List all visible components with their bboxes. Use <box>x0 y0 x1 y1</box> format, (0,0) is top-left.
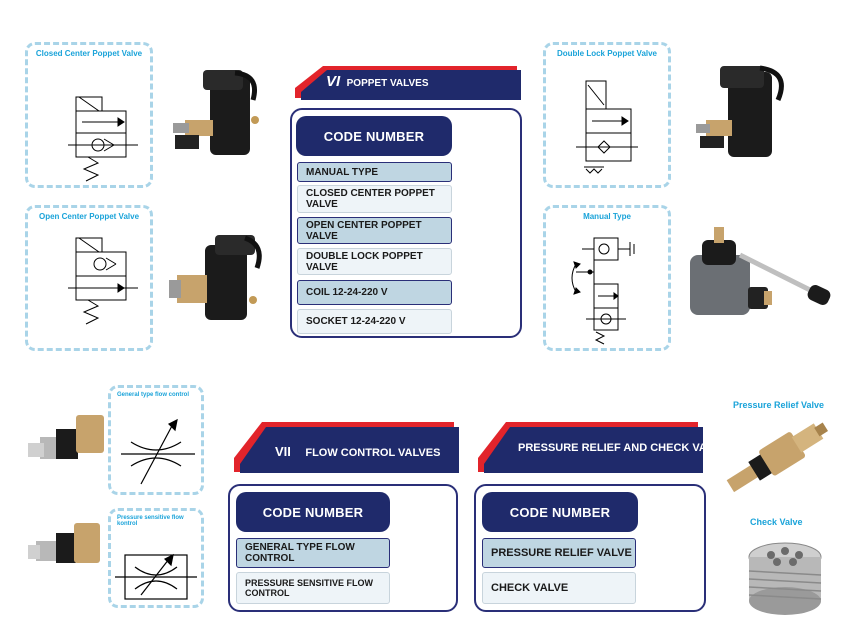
closed-center-title: Closed Center Poppet Valve <box>35 49 143 58</box>
check-valve-photo <box>748 542 822 615</box>
poppet-section-tab <box>295 66 521 100</box>
double-lock-title: Double Lock Poppet Valve <box>556 49 658 58</box>
manual-type-symbol-frame: Manual Type <box>543 205 671 351</box>
open-center-symbol <box>68 237 138 325</box>
open-center-title: Open Center Poppet Valve <box>38 212 140 221</box>
pressure-flow-title: Pressure sensitive flow kontrol <box>117 515 184 527</box>
pressure-flow-symbol-frame: Pressure sensitive flow kontrol <box>108 508 204 608</box>
manual-type-title: Manual Type <box>583 212 631 221</box>
closed-center-symbol-frame: Closed Center Poppet Valve <box>25 42 153 188</box>
flow-row-general: GENERAL TYPE FLOW CONTROL <box>236 538 390 568</box>
poppet-roman: VI <box>326 73 341 90</box>
flow-section-heading: VII FLOW CONTROL VALVES <box>275 443 440 461</box>
flow-roman: VII <box>275 444 291 459</box>
relief-section-tab <box>478 422 703 473</box>
general-flow-symbol <box>121 418 195 485</box>
open-center-valve-photo <box>169 235 262 320</box>
poppet-row-socket: SOCKET 12-24-220 V <box>297 309 452 334</box>
relief-row-check-valve: CHECK VALVE <box>482 572 636 604</box>
general-flow-symbol-frame: General type flow control <box>108 385 204 495</box>
poppet-row-coil: COIL 12-24-220 V <box>297 280 452 305</box>
check-valve-caption: Check Valve <box>750 517 803 527</box>
closed-center-symbol <box>68 96 138 182</box>
poppet-row-closed-center: CLOSED CENTER POPPET VALVE <box>297 185 452 213</box>
pressure-flow-symbol <box>115 553 197 600</box>
flow-section-tab <box>234 422 459 473</box>
pressure-relief-valve-photo <box>726 422 828 493</box>
general-flow-valve-photo <box>28 415 104 459</box>
manual-type-symbol <box>571 237 635 345</box>
double-lock-valve-photo <box>696 65 784 157</box>
pressure-flow-valve-photo <box>28 523 100 563</box>
relief-row-pressure-relief: PRESSURE RELIEF VALVE <box>482 538 636 568</box>
poppet-code-header: CODE NUMBER <box>296 116 452 156</box>
poppet-row-double-lock: DOUBLE LOCK POPPET VALVE <box>297 248 452 275</box>
poppet-section-heading: VI POPPET VALVES <box>326 73 429 91</box>
relief-code-header: CODE NUMBER <box>482 492 638 532</box>
pressure-relief-caption: Pressure Relief Valve <box>733 400 825 410</box>
flow-title: FLOW CONTROL VALVES <box>305 447 441 459</box>
flow-code-header: CODE NUMBER <box>236 492 390 532</box>
manual-valve-photo <box>690 227 831 315</box>
poppet-row-manual-type: MANUAL TYPE <box>297 162 452 182</box>
flow-row-pressure-sensitive: PRESSURE SENSITIVE FLOW CONTROL <box>236 572 390 604</box>
general-flow-title: General type flow control <box>117 392 190 398</box>
double-lock-symbol <box>576 80 638 174</box>
poppet-row-open-center: OPEN CENTER POPPET VALVE <box>297 217 452 244</box>
poppet-title: POPPET VALVES <box>346 78 429 89</box>
closed-center-valve-photo <box>173 70 259 155</box>
double-lock-symbol-frame: Double Lock Poppet Valve <box>543 42 671 188</box>
relief-title: PRESSURE RELIEF AND CHECK VALVE <box>518 442 728 454</box>
open-center-symbol-frame: Open Center Poppet Valve <box>25 205 153 351</box>
